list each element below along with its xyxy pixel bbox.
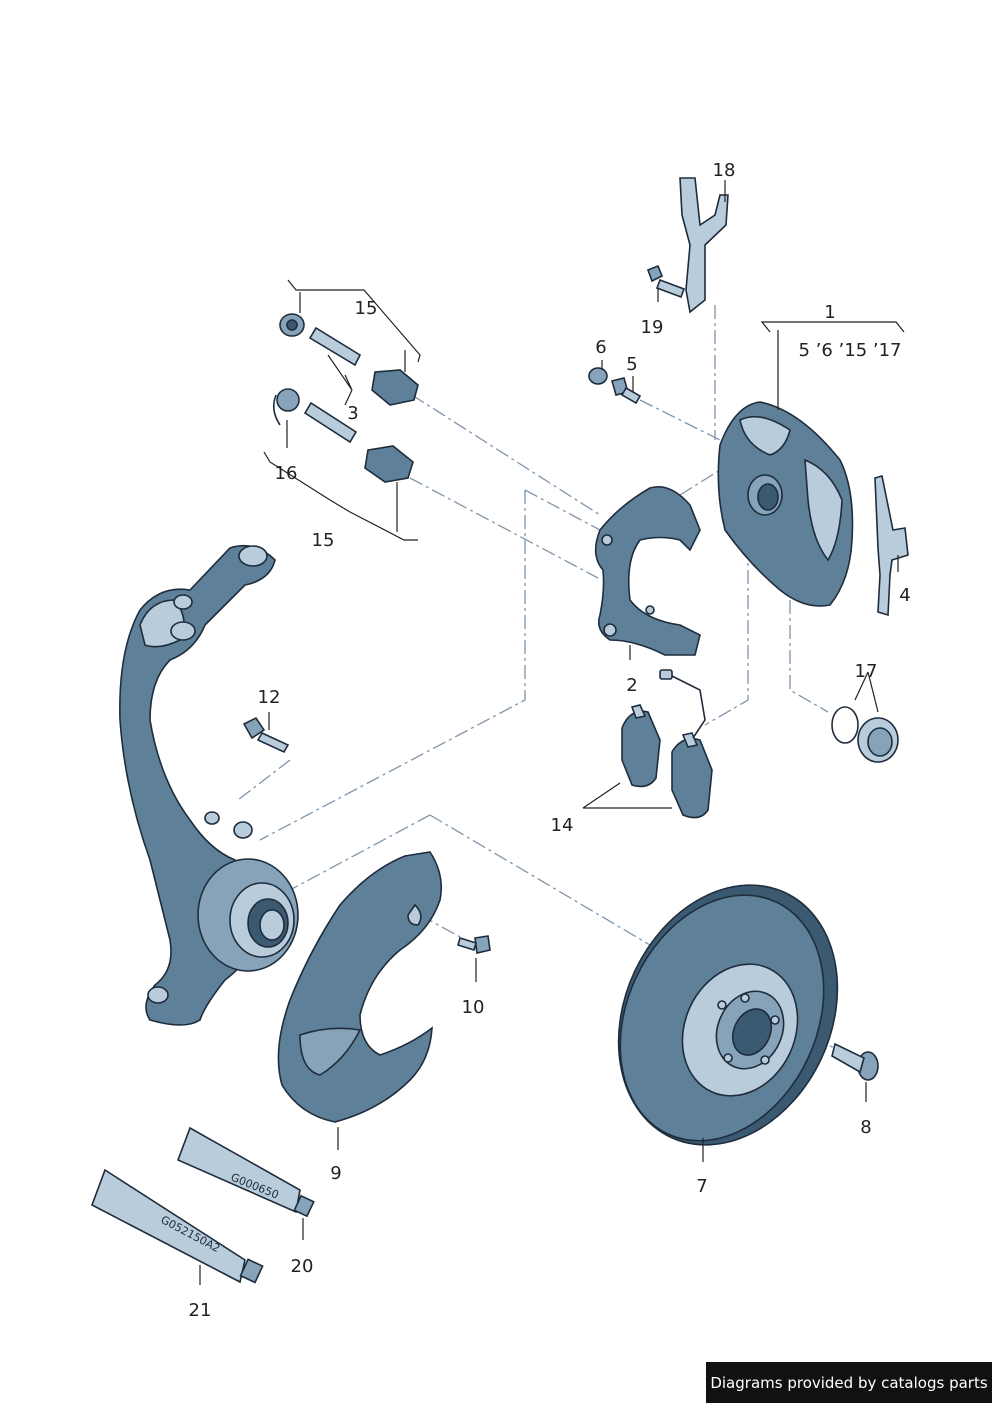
- callout-19: 19: [641, 317, 664, 338]
- brake-disc: [617, 884, 839, 1146]
- callouts: 1 5 ’6 ’15 ’17 2 3 4 5 6 7 8 9 10 12 14 …: [189, 160, 911, 1321]
- callout-5: 5: [626, 354, 637, 375]
- assembly-lines: [237, 305, 836, 1049]
- callout-20: 20: [291, 1256, 314, 1277]
- callout-1: 1: [824, 302, 835, 323]
- grease-tube-20: G000650: [176, 1126, 315, 1218]
- callout-17: 17: [855, 661, 878, 682]
- callout-10: 10: [462, 997, 485, 1018]
- brake-hose-bracket: [679, 177, 729, 314]
- piston-seal-kit: [831, 706, 899, 763]
- callout-3: 3: [347, 403, 358, 424]
- callout-8: 8: [860, 1117, 871, 1138]
- brake-caliper: [717, 401, 854, 607]
- callout-4: 4: [899, 585, 910, 606]
- callout-16: 16: [275, 463, 298, 484]
- callout-15-top: 15: [355, 298, 378, 319]
- callout-15-bottom: 15: [312, 530, 335, 551]
- credit-banner: Diagrams provided by catalogs parts: [706, 1362, 992, 1403]
- callout-7: 7: [696, 1176, 707, 1197]
- callout-9: 9: [330, 1163, 341, 1184]
- callout-6: 6: [595, 337, 606, 358]
- callout-12: 12: [258, 687, 281, 708]
- steering-knuckle: [119, 544, 299, 1026]
- guide-pins: [272, 313, 419, 483]
- callout-1-sub: 5 ’6 ’15 ’17: [798, 340, 901, 361]
- brake-pads: [621, 669, 713, 819]
- callout-21: 21: [189, 1300, 212, 1321]
- caliper-spring: [874, 474, 909, 617]
- callout-18: 18: [713, 160, 736, 181]
- caliper-carrier: [594, 486, 701, 656]
- callout-14: 14: [551, 815, 574, 836]
- callout-2: 2: [626, 675, 637, 696]
- fasteners: [242, 264, 879, 1081]
- brake-dust-shield: [277, 851, 443, 1123]
- leader-lines: [199, 180, 905, 1285]
